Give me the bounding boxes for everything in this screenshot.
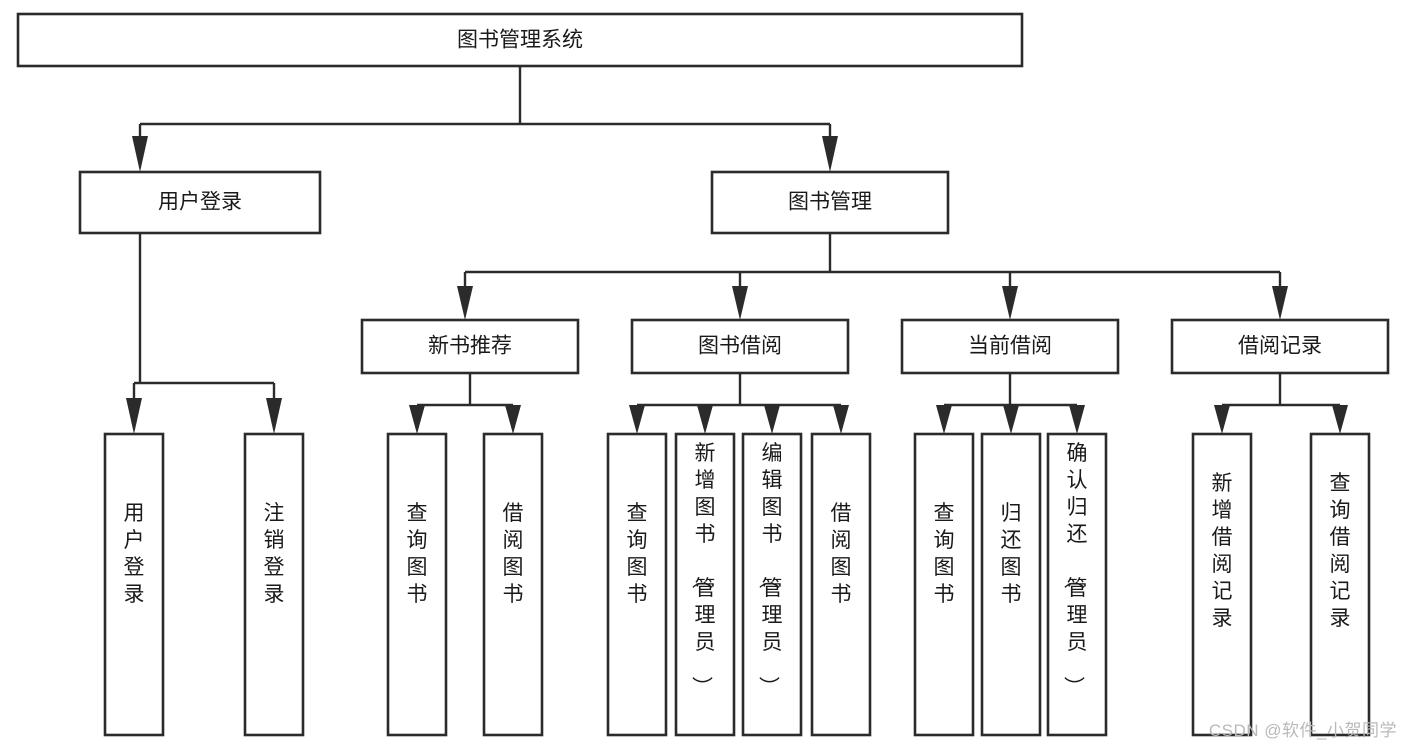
leaf-node-confirm-return-admin[interactable]: 确认归还（管理员） [1046,432,1108,737]
node-current-borrow-label: 当前借阅 [968,335,1052,358]
leaf-node-edit-book-admin[interactable]: 编辑图书（管理员） [741,432,803,737]
node-user-login[interactable]: 用户登录 [78,170,322,235]
leaf-return-book-label: 归还图书 [1001,502,1022,606]
arrow-to-borrowrecord-leaf-1 [1214,405,1230,434]
arrow-to-borrowrecord-leaf-2 [1332,405,1348,434]
node-book-borrow-label: 图书借阅 [698,335,782,358]
leaf-currentborrow-query-box[interactable] [913,432,975,737]
leaf-node-bookborrow-borrow-book[interactable]: 借阅图书 [810,432,872,737]
leaf-return-book-box[interactable] [980,432,1042,737]
arrow-to-bookborrow-leaf-2 [697,405,713,434]
leaf-add-book-admin-label: 新增图书（管理员） [690,442,716,697]
leaf-query-borrow-record-label: 查询借阅记录 [1330,472,1351,630]
leaf-currentborrow-query-label: 查询图书 [934,502,955,606]
arrow-to-currentborrow-leaf-3 [1069,405,1085,434]
leaf-newbook-query-label: 查询图书 [407,502,428,606]
node-user-login-box[interactable] [78,170,322,235]
node-book-borrow[interactable]: 图书借阅 [630,318,850,375]
leaf-edit-book-admin-label: 编辑图书（管理员） [757,442,783,697]
leaf-node-return-book[interactable]: 归还图书 [980,432,1042,737]
leaf-bookborrow-borrow-label: 借阅图书 [831,502,852,606]
leaf-node-currentborrow-query-book[interactable]: 查询图书 [913,432,975,737]
node-borrow-record[interactable]: 借阅记录 [1170,318,1390,375]
arrow-to-bookborrow-leaf-3 [764,405,780,434]
leaf-confirm-return-admin-box[interactable] [1046,432,1108,737]
node-borrow-record-box[interactable] [1170,318,1390,375]
leaf-node-user-login-action[interactable]: 用户登录 [103,432,165,737]
leaf-newbook-borrow-box[interactable] [482,432,544,737]
node-root-box[interactable] [16,12,1024,68]
node-new-book-recommend[interactable]: 新书推荐 [360,318,580,375]
leaf-node-logout[interactable]: 注销登录 [243,432,305,737]
node-current-borrow[interactable]: 当前借阅 [900,318,1120,375]
leaf-node-query-borrow-record[interactable]: 查询借阅记录 [1309,432,1371,737]
connector-layer [126,66,1348,434]
leaf-logout-label: 注销登录 [264,502,285,606]
leaf-add-book-admin-box[interactable] [674,432,736,737]
leaf-user-login-box[interactable] [103,432,165,737]
arrow-to-currentborrow-leaf-1 [936,405,952,434]
leaf-node-add-borrow-record[interactable]: 新增借阅记录 [1191,432,1253,737]
arrow-to-newbook-leaf-2 [505,405,521,434]
arrow-to-book-mgmt [822,136,838,172]
node-root-system[interactable]: 图书管理系统 [16,12,1024,68]
arrow-to-current-borrow [1002,286,1018,320]
arrow-to-bookborrow-leaf-4 [833,405,849,434]
leaf-newbook-query-box[interactable] [386,432,448,737]
arrow-to-bookborrow-leaf-1 [629,405,645,434]
leaf-add-borrow-record-box[interactable] [1191,432,1253,737]
leaf-edit-book-admin-box[interactable] [741,432,803,737]
leaf-node-bookborrow-query-book[interactable]: 查询图书 [606,432,668,737]
leaf-add-borrow-record-label: 新增借阅记录 [1212,472,1233,630]
arrow-to-leaf-logout [266,398,282,434]
leaf-node-add-book-admin[interactable]: 新增图书（管理员） [674,432,736,737]
leaf-node-newbook-query-book[interactable]: 查询图书 [386,432,448,737]
node-root-label: 图书管理系统 [457,29,583,52]
node-borrow-record-label: 借阅记录 [1238,335,1322,358]
leaf-logout-box[interactable] [243,432,305,737]
arrow-to-currentborrow-leaf-2 [1003,405,1019,434]
node-book-management-label: 图书管理 [788,191,872,214]
arrow-to-new-book-rec [457,286,473,320]
leaf-confirm-return-admin-label: 确认归还（管理员） [1062,442,1088,697]
node-new-book-recommend-label: 新书推荐 [428,335,512,358]
arrow-to-leaf-user-login [126,398,142,434]
leaf-bookborrow-query-box[interactable] [606,432,668,737]
leaf-newbook-borrow-label: 借阅图书 [503,502,524,606]
leaf-query-borrow-record-box[interactable] [1309,432,1371,737]
arrow-to-book-borrow [732,286,748,320]
leaf-user-login-label: 用户登录 [124,502,145,606]
arrow-to-newbook-leaf-1 [409,405,425,434]
leaf-bookborrow-borrow-box[interactable] [810,432,872,737]
arrow-to-borrow-record [1272,286,1288,320]
leaf-bookborrow-query-label: 查询图书 [627,502,648,606]
node-user-login-label: 用户登录 [158,191,242,214]
node-book-management-box[interactable] [710,170,950,235]
node-book-management[interactable]: 图书管理 [710,170,950,235]
node-book-borrow-box[interactable] [630,318,850,375]
node-new-book-recommend-box[interactable] [360,318,580,375]
node-current-borrow-box[interactable] [900,318,1120,375]
arrow-to-user-login [132,136,148,172]
leaf-node-newbook-borrow-book[interactable]: 借阅图书 [482,432,544,737]
